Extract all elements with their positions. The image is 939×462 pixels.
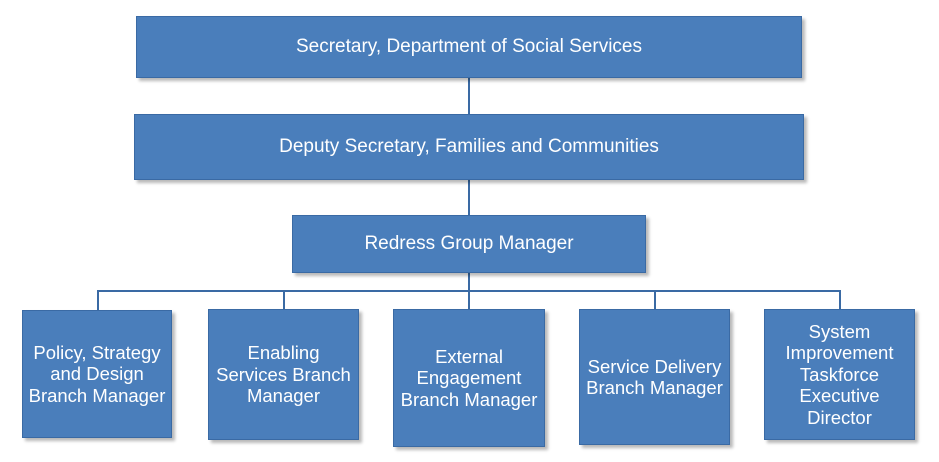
node-policy-strategy-design: Policy, Strategy and Design Branch Manag… bbox=[22, 310, 172, 438]
node-deputy-secretary-label: Deputy Secretary, Families and Communiti… bbox=[279, 136, 659, 157]
node-system-improvement-taskforce-label: System Improvement Taskforce Executive D… bbox=[785, 320, 894, 428]
node-redress-group-manager: Redress Group Manager bbox=[292, 215, 646, 273]
connector-branch-2 bbox=[283, 290, 285, 309]
connector-redress-down bbox=[468, 273, 470, 292]
node-external-engagement: External Engagement Branch Manager bbox=[393, 309, 545, 447]
connector-secretary-deputy bbox=[468, 78, 470, 114]
node-deputy-secretary: Deputy Secretary, Families and Communiti… bbox=[134, 114, 804, 180]
node-enabling-services-label: Enabling Services Branch Manager bbox=[216, 342, 351, 407]
connector-branch-3 bbox=[468, 290, 470, 309]
node-enabling-services: Enabling Services Branch Manager bbox=[208, 309, 359, 440]
node-service-delivery-label: Service Delivery Branch Manager bbox=[586, 355, 723, 399]
node-redress-group-manager-label: Redress Group Manager bbox=[364, 233, 574, 254]
connector-branch-1 bbox=[97, 290, 99, 310]
node-service-delivery: Service Delivery Branch Manager bbox=[579, 309, 730, 445]
node-policy-strategy-design-label: Policy, Strategy and Design Branch Manag… bbox=[28, 341, 166, 406]
node-secretary-label: Secretary, Department of Social Services bbox=[295, 36, 642, 57]
node-external-engagement-label: External Engagement Branch Manager bbox=[400, 345, 538, 410]
node-system-improvement-taskforce: System Improvement Taskforce Executive D… bbox=[764, 309, 915, 440]
connector-branch-4 bbox=[654, 290, 656, 309]
node-secretary: Secretary, Department of Social Services bbox=[136, 16, 802, 78]
connector-deputy-redress bbox=[468, 180, 470, 215]
connector-branch-5 bbox=[839, 290, 841, 309]
